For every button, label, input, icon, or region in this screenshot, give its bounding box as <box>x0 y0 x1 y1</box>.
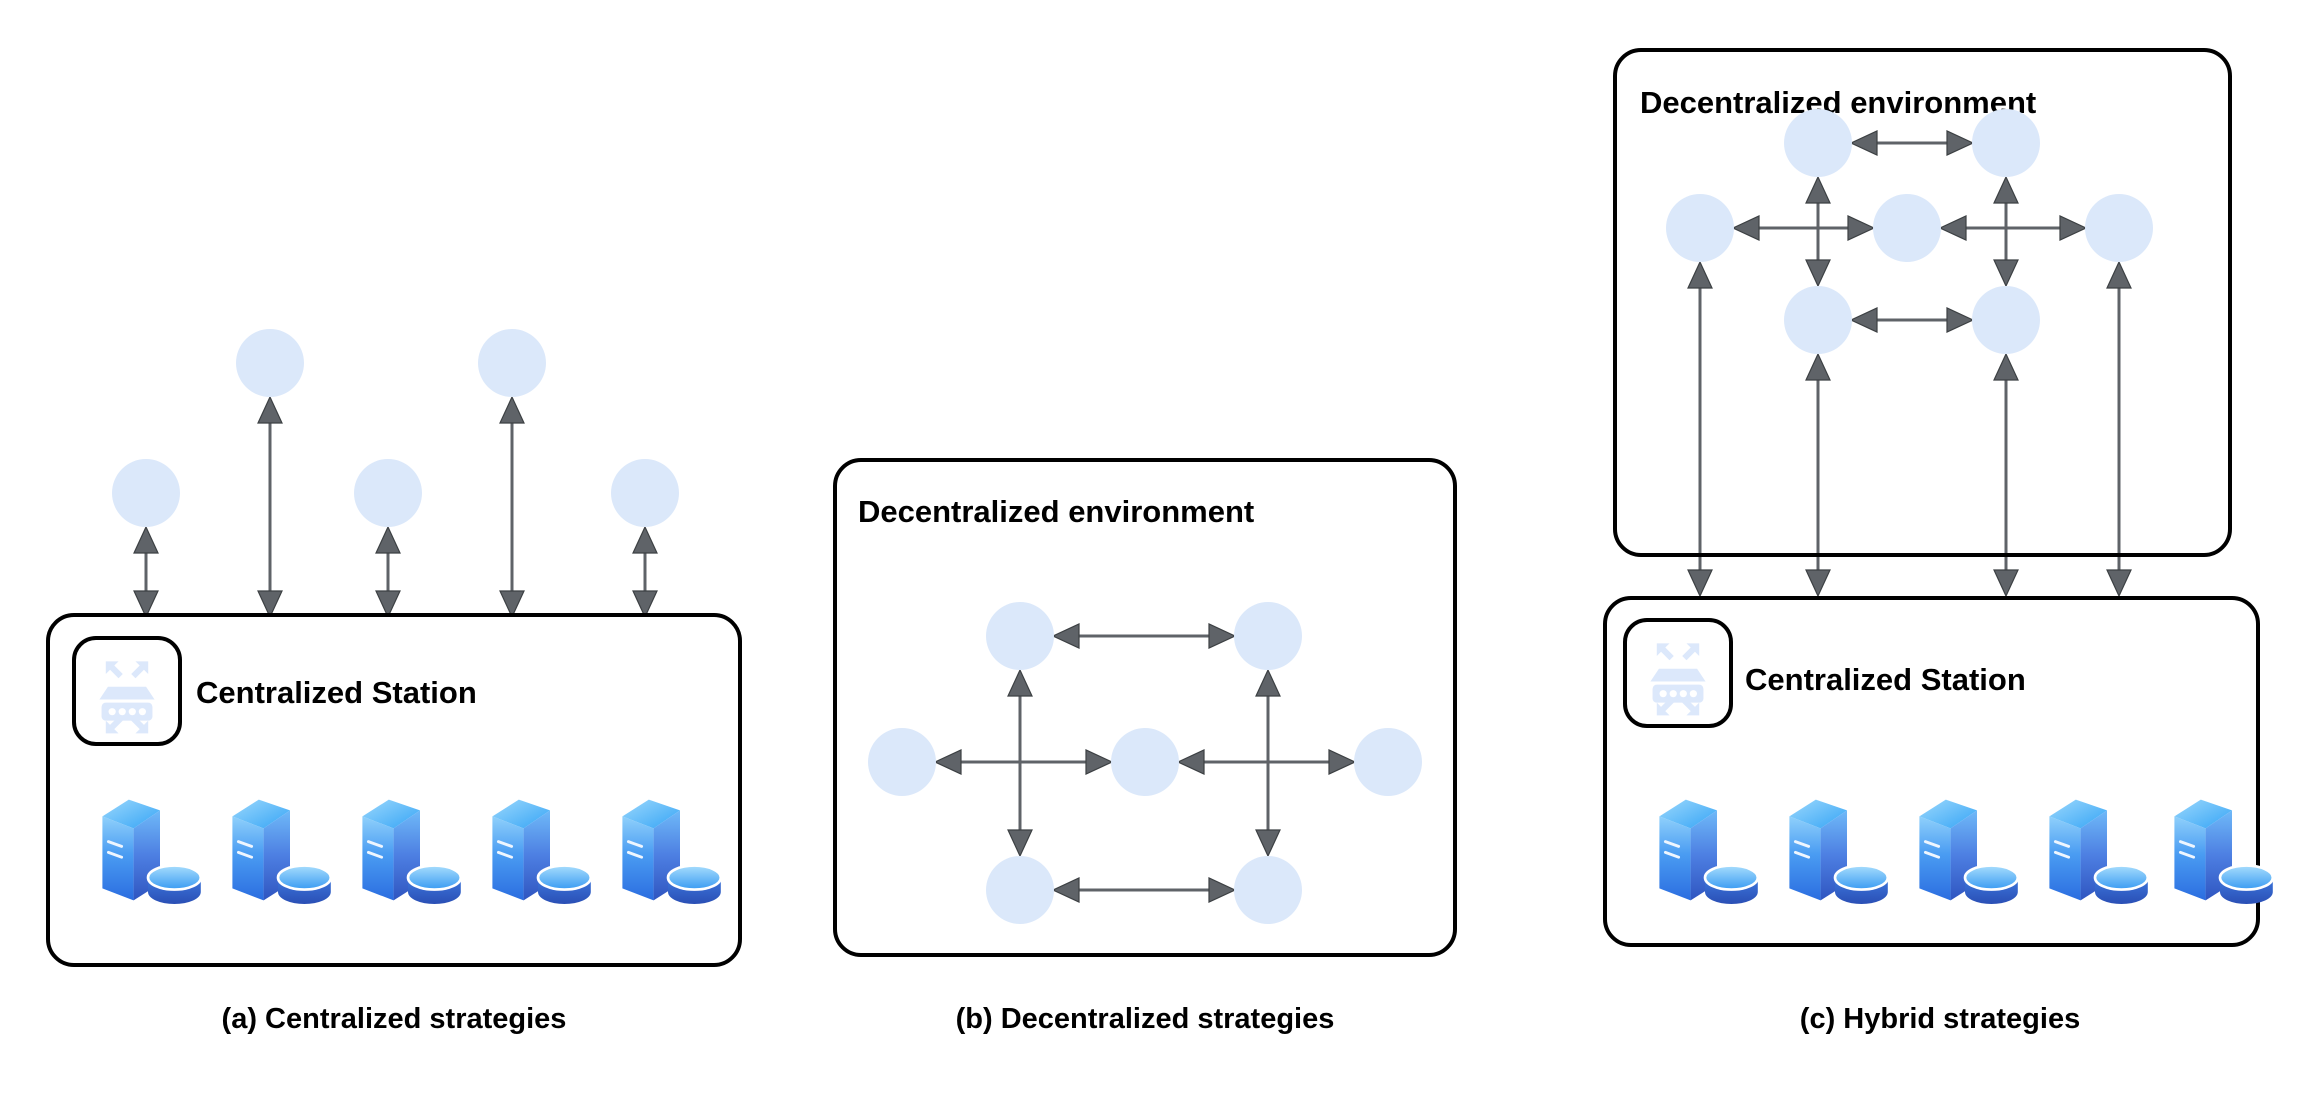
link-station-agent-2 <box>257 395 283 619</box>
agent-node[interactable] <box>2085 194 2153 262</box>
agent-node[interactable] <box>611 459 679 527</box>
link-topleft-topright <box>1051 623 1237 649</box>
agent-node[interactable] <box>1784 286 1852 354</box>
agent-node[interactable] <box>236 329 304 397</box>
panel-b-connectors <box>933 623 1357 903</box>
link-topleft-topright <box>1849 130 1975 156</box>
link-midleft-center <box>1731 215 1876 241</box>
agent-node[interactable] <box>986 856 1054 924</box>
agent-node[interactable] <box>1873 194 1941 262</box>
link-station-agent-4 <box>499 395 525 619</box>
agent-node[interactable] <box>1972 109 2040 177</box>
decentralized-environment-label: Decentralized environment <box>858 494 1254 529</box>
panel-c-connectors <box>1731 130 2088 333</box>
panel-b-caption: (b) Decentralized strategies <box>956 1003 1335 1035</box>
panel-a-caption: (a) Centralized strategies <box>222 1003 567 1035</box>
panel-b: Decentralized environment <box>833 458 1457 1035</box>
agent-node[interactable] <box>1784 109 1852 177</box>
link-bottomright-topright <box>1993 175 2019 288</box>
link-station-agent-3 <box>375 525 401 619</box>
link-station-agent-1 <box>133 525 159 619</box>
agent-node[interactable] <box>1666 194 1734 262</box>
link-bottomleft-topleft <box>1007 668 1033 858</box>
centralized-station-label: Centralized Station <box>196 675 477 710</box>
panel-a: Centralized Station (a) Centralized stra… <box>46 329 742 1035</box>
link-bottomleft-bottomright <box>1051 877 1237 903</box>
decentralized-environment-label: Decentralized environment <box>1640 85 2036 120</box>
panel-c-caption: (c) Hybrid strategies <box>1800 1003 2080 1035</box>
link-midleft-center <box>933 749 1114 775</box>
agent-node[interactable] <box>1111 728 1179 796</box>
agent-node[interactable] <box>112 459 180 527</box>
link-bottomleft-bottomright <box>1849 307 1975 333</box>
panel-c: Decentralized environment <box>1603 48 2275 1035</box>
agent-node[interactable] <box>1354 728 1422 796</box>
agent-node[interactable] <box>1234 856 1302 924</box>
agent-node[interactable] <box>354 459 422 527</box>
link-bottomleft-topleft <box>1805 175 1831 288</box>
link-station-agent-5 <box>632 525 658 619</box>
agent-node[interactable] <box>478 329 546 397</box>
link-bottomright-topright <box>1255 668 1281 858</box>
decentralized-environment-box[interactable] <box>1613 48 2232 557</box>
agent-node[interactable] <box>1972 286 2040 354</box>
centralized-station-label: Centralized Station <box>1745 662 2026 697</box>
panel-c-inner-cross-segments <box>1687 260 2132 553</box>
decentralized-environment-box[interactable] <box>833 458 1457 957</box>
agent-node[interactable] <box>1234 602 1302 670</box>
agent-node[interactable] <box>986 602 1054 670</box>
panel-a-connectors <box>133 395 658 619</box>
agent-node[interactable] <box>868 728 936 796</box>
link-center-midright <box>1938 215 2088 241</box>
